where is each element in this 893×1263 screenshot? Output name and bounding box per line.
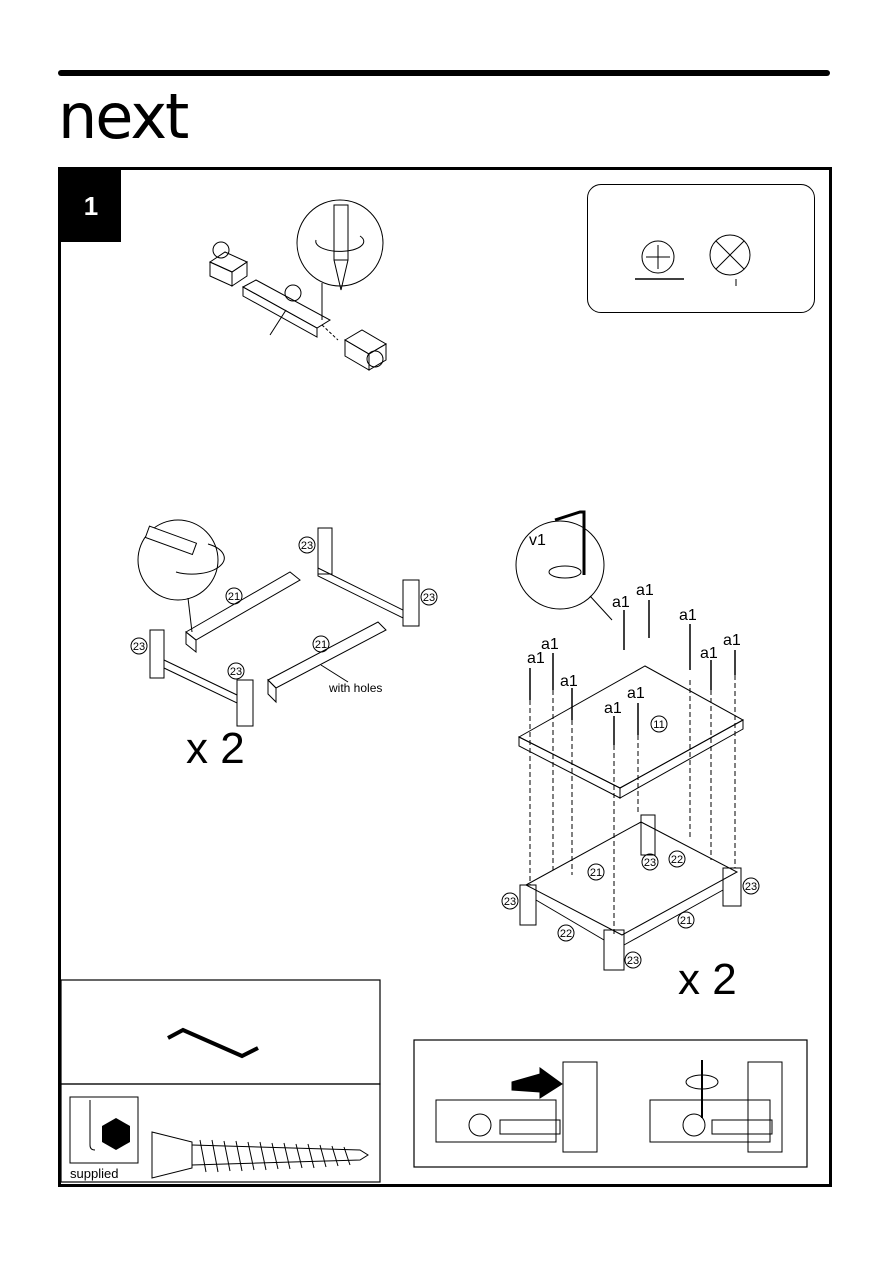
leg-rail-subassembly xyxy=(208,251,387,371)
part-label-21: 21 xyxy=(315,639,327,651)
part-label-11: 11 xyxy=(653,719,664,731)
screw-label-a1: a1 xyxy=(627,685,645,702)
hex-head-icon xyxy=(102,1118,130,1150)
screw-label-a1: a1 xyxy=(527,650,545,667)
rail-note: with holes xyxy=(329,681,383,695)
part-label-21: 21 xyxy=(680,915,692,927)
part-label-21: 21 xyxy=(228,591,240,603)
hex-key-detail-icon xyxy=(515,510,613,621)
part-label-23: 23 xyxy=(627,955,639,967)
screw-label-a1: a1 xyxy=(723,632,741,649)
part-label-23: 23 xyxy=(230,666,242,678)
table-subassembly xyxy=(517,665,745,971)
cam-lock-icon xyxy=(435,1060,783,1153)
quantity-multiplier-left: x 2 xyxy=(186,724,245,773)
tools-required-panel xyxy=(587,184,815,313)
screw-label-a1: a1 xyxy=(604,700,622,717)
screwdriver-detail-icon xyxy=(296,199,384,320)
screw-label-a1: a1 xyxy=(700,645,718,662)
cam-lock-box xyxy=(413,1039,808,1168)
screw-label-a1: a1 xyxy=(679,607,697,624)
screwdriver-detail-icon-2 xyxy=(137,519,225,633)
header-rule xyxy=(58,70,830,76)
screw-a1-group xyxy=(529,600,736,745)
part-label-23: 23 xyxy=(423,592,435,604)
tool-label-v1: v1 xyxy=(529,532,546,549)
screw-label-a1: a1 xyxy=(560,673,578,690)
supplied-label: supplied xyxy=(70,1166,119,1181)
part-label-23: 23 xyxy=(745,881,757,893)
hex-key-icon xyxy=(167,1027,259,1059)
part-label-22: 22 xyxy=(671,854,683,866)
part-label-23: 23 xyxy=(133,641,145,653)
part-label-23: 23 xyxy=(504,896,516,908)
brand-logo: next xyxy=(58,80,189,153)
quantity-multiplier-right: x 2 xyxy=(678,955,737,1004)
screw-box xyxy=(60,1083,381,1183)
part-label-23: 23 xyxy=(301,540,313,552)
screw-label-a1: a1 xyxy=(636,582,654,599)
screwdriver-icon xyxy=(635,234,751,286)
part-label-21: 21 xyxy=(590,867,602,879)
screw-label-a1: a1 xyxy=(541,636,559,653)
instruction-frame: 1 xyxy=(58,167,832,1187)
frame-subassembly xyxy=(149,527,420,727)
part-label-22: 22 xyxy=(560,928,572,940)
wood-screw-icon xyxy=(151,1131,369,1179)
step-number: 1 xyxy=(61,170,121,242)
screw-label-a1: a1 xyxy=(612,594,630,611)
part-label-23: 23 xyxy=(644,857,656,869)
